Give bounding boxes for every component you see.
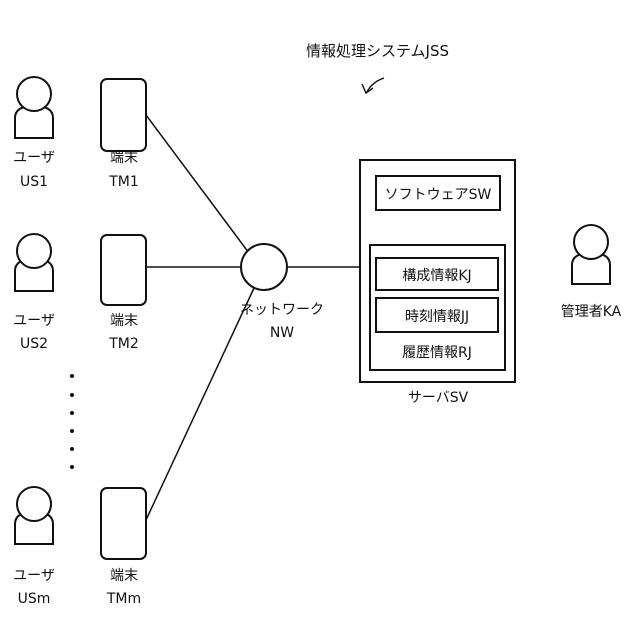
- user-role-label: ユーザ: [13, 568, 55, 584]
- user-1: ユーザ US1: [13, 77, 55, 190]
- user-id-label: US2: [20, 336, 48, 352]
- administrator: 管理者KA: [561, 225, 622, 320]
- terminal-icon: [101, 235, 146, 305]
- user-id-label: USm: [18, 591, 51, 607]
- network-circle: [241, 244, 287, 290]
- software-label: ソフトウェアSW: [385, 187, 492, 203]
- link-tmm-network: [146, 288, 254, 520]
- time-info-label: 時刻情報JJ: [405, 309, 469, 325]
- user-id-label: US1: [20, 174, 48, 190]
- user-role-label: ユーザ: [13, 150, 55, 166]
- admin-head: [574, 225, 608, 259]
- user-2: ユーザ US2: [13, 234, 55, 352]
- server: ソフトウェアSW 構成情報KJ 時刻情報JJ 履歴情報RJ サーバSV: [360, 160, 515, 406]
- ellipsis-dots: [70, 374, 74, 469]
- terminal-id-label: TM1: [108, 174, 139, 190]
- terminal-id-label: TM2: [108, 336, 139, 352]
- terminal-icon: [101, 488, 146, 559]
- link-tm1-network: [146, 115, 249, 253]
- user-head: [17, 487, 51, 521]
- terminal-role-label: 端末: [110, 568, 138, 584]
- user-head: [17, 234, 51, 268]
- terminal-id-label: TMm: [106, 591, 141, 607]
- terminal-icon: [101, 79, 146, 151]
- terminal-role-label: 端末: [110, 313, 138, 329]
- network-id-label: NW: [270, 325, 294, 341]
- terminal-m: 端末 TMm: [101, 488, 146, 607]
- terminal-2: 端末 TM2: [101, 235, 146, 352]
- user-role-label: ユーザ: [13, 313, 55, 329]
- server-label: サーバSV: [408, 390, 469, 406]
- admin-label: 管理者KA: [561, 304, 622, 320]
- user-head: [17, 77, 51, 111]
- terminal-1: 端末 TM1: [101, 79, 146, 190]
- history-info-label: 履歴情報RJ: [402, 345, 472, 361]
- user-m: ユーザ USm: [13, 487, 55, 607]
- terminal-role-label: 端末: [110, 150, 138, 166]
- system-label: 情報処理システムJSS: [306, 42, 449, 60]
- config-info-label: 構成情報KJ: [402, 268, 471, 284]
- network-name-label: ネットワーク: [240, 302, 324, 318]
